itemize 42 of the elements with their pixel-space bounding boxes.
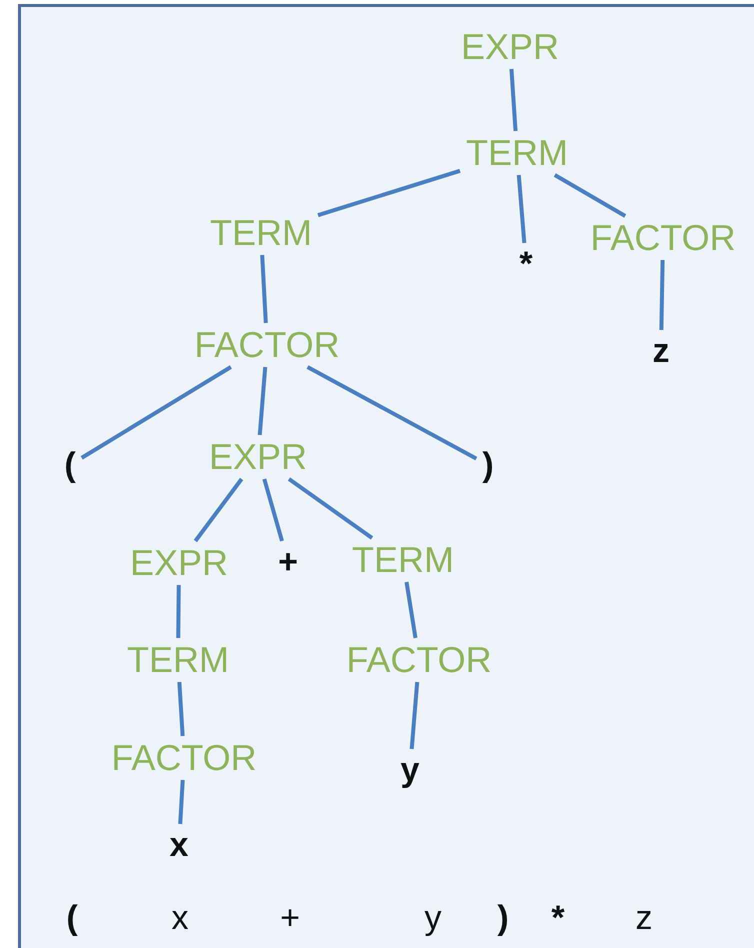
tree-branch-line xyxy=(260,254,268,324)
nonterminal-label: TERM xyxy=(121,638,235,682)
terminal-symbol: y xyxy=(394,749,426,791)
tree-branch-line xyxy=(80,365,232,460)
nonterminal-label: TERM xyxy=(204,211,318,255)
terminal-symbol: + xyxy=(272,541,304,583)
terminal-symbol: x xyxy=(164,824,194,866)
nonterminal-label: EXPR xyxy=(454,25,566,69)
tree-branch-line xyxy=(554,173,626,218)
input-token: ( xyxy=(66,901,78,935)
tree-branch-line xyxy=(262,478,284,542)
nonterminal-label: TERM xyxy=(346,538,460,582)
tree-branch-line xyxy=(288,477,374,540)
input-token: x xyxy=(172,901,188,935)
nonterminal-label: FACTOR xyxy=(584,216,742,260)
tree-branch-line xyxy=(317,168,461,218)
input-token: z xyxy=(636,901,652,935)
tree-branch-line xyxy=(404,582,418,638)
tree-branch-line xyxy=(659,260,665,330)
tree-branch-line xyxy=(177,682,185,736)
tree-branch-line xyxy=(306,365,478,460)
tree-branch-line xyxy=(176,584,181,638)
tree-branch-line xyxy=(516,174,526,244)
nonterminal-label: TERM xyxy=(460,131,574,175)
terminal-symbol: ) xyxy=(476,444,500,486)
tree-branch-line xyxy=(194,478,244,542)
terminal-symbol: * xyxy=(513,243,539,285)
tree-branch-line xyxy=(509,68,518,132)
nonterminal-label: FACTOR xyxy=(340,638,498,682)
nonterminal-label: FACTOR xyxy=(188,323,346,367)
terminal-symbol: ( xyxy=(58,444,82,486)
input-token: y xyxy=(424,901,442,935)
nonterminal-label: EXPR xyxy=(124,541,234,585)
nonterminal-label: EXPR xyxy=(202,435,314,479)
tree-branch-line xyxy=(410,682,420,750)
input-token: * xyxy=(551,901,565,935)
input-token: ) xyxy=(497,901,509,935)
tree-branch-line xyxy=(258,366,268,436)
tree-branch-line xyxy=(178,780,185,824)
terminal-symbol: z xyxy=(646,330,676,372)
nonterminal-label: FACTOR xyxy=(105,736,263,780)
input-token: + xyxy=(280,901,300,935)
